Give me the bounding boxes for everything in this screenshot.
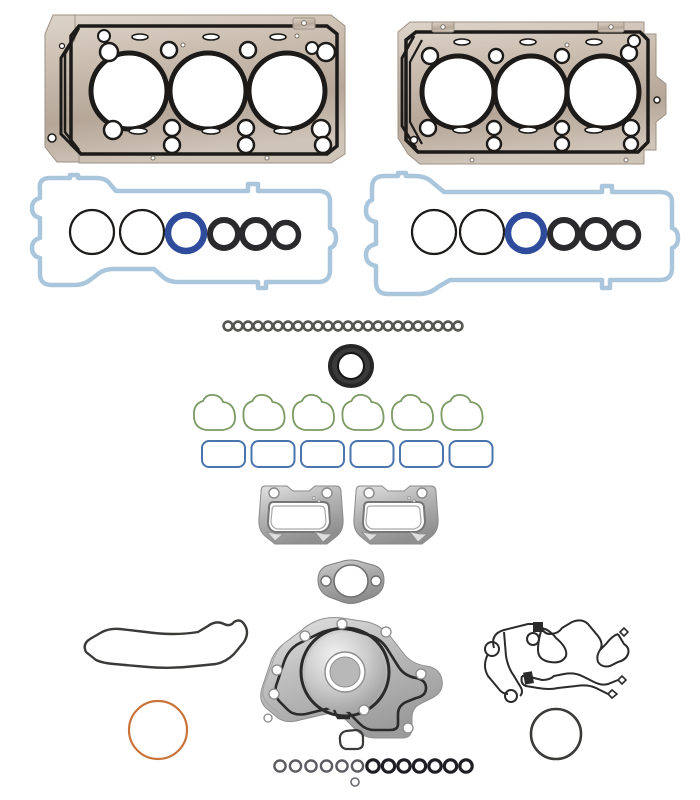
- valve-stem-seal-row: [222, 318, 474, 334]
- lower-crankcase-rail-gasket: [76, 616, 252, 684]
- oring-assortment-row: [272, 756, 492, 776]
- intake-upper-gasket-row: [190, 392, 490, 436]
- copper-oring-seal: [126, 698, 190, 762]
- small-oring: [349, 776, 361, 788]
- valve-cover-gasket-right: [358, 170, 684, 304]
- head-gasket-right: [372, 18, 674, 168]
- water-outlet-flange-gasket: [314, 556, 388, 608]
- rubber-seal-profile-set: [476, 610, 642, 706]
- oil-pump-cover-gasket: [334, 727, 368, 753]
- crankshaft-front-seal: [326, 342, 376, 390]
- timing-cover-gasket: [256, 614, 450, 760]
- head-gasket-left: [35, 12, 351, 167]
- intake-lower-gasket-row: [200, 438, 500, 470]
- exhaust-manifold-gasket-right: [348, 482, 444, 548]
- valve-cover-gasket-left: [18, 170, 342, 304]
- round-oring-seal: [528, 706, 584, 762]
- exhaust-manifold-gasket-left: [253, 482, 349, 548]
